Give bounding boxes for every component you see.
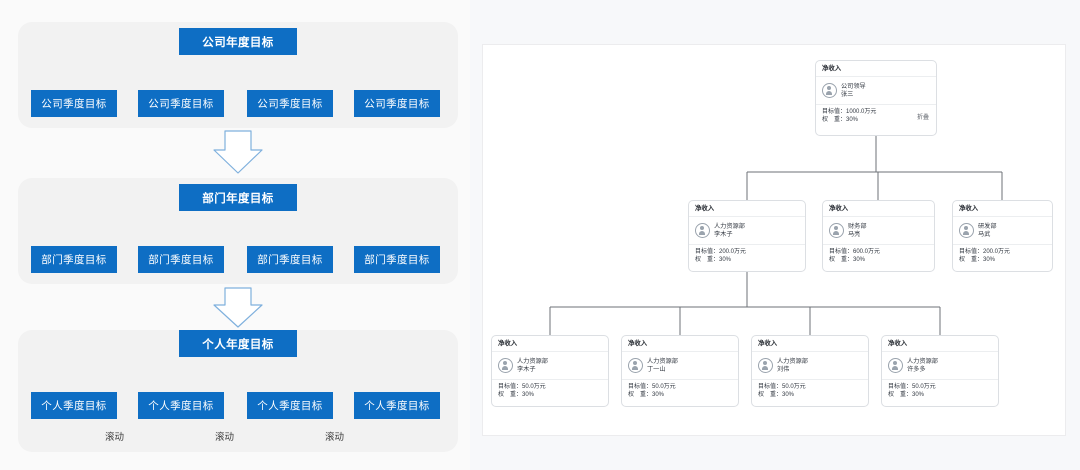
- org-node-name: 马亮: [848, 231, 861, 238]
- org-node-member-2[interactable]: 净收入 人力资源部 丁一山 目标值：50.0万元 权 重：30%: [621, 335, 739, 407]
- org-node-section-title: 净收入: [752, 336, 868, 352]
- org-node-metrics: 目标值：50.0万元 权 重：30%: [492, 380, 608, 399]
- org-node-target: 目标值：50.0万元: [498, 384, 546, 390]
- avatar-icon: [959, 223, 974, 238]
- org-node-person: 公司领导 张三: [816, 77, 936, 105]
- org-node-rnd-dept[interactable]: 净收入 研发部 马武 目标值：200.0万元 权 重：30%: [952, 200, 1053, 272]
- org-node-member-1[interactable]: 净收入 人力资源部 李木子 目标值：50.0万元 权 重：30%: [491, 335, 609, 407]
- org-node-person: 人力资源部 许多多: [882, 352, 998, 380]
- org-node-section-title: 净收入: [816, 61, 936, 77]
- scroll-label-1: 滚动: [102, 429, 128, 443]
- node-company-annual-goal[interactable]: 公司年度目标: [179, 28, 297, 55]
- avatar-icon: [829, 223, 844, 238]
- org-connectors: [549, 136, 1003, 335]
- avatar-icon: [758, 358, 773, 373]
- collapse-button[interactable]: 折叠: [916, 115, 929, 121]
- node-department-quarterly-goal-4[interactable]: 部门季度目标: [354, 246, 440, 273]
- org-node-person: 人力资源部 李木子: [492, 352, 608, 380]
- org-node-weight: 权 重：30%: [959, 257, 996, 263]
- org-node-section-title: 净收入: [689, 201, 805, 217]
- org-node-weight: 权 重：30%: [829, 257, 866, 263]
- org-node-metrics: 目标值：50.0万元 权 重：30%: [752, 380, 868, 399]
- org-node-person: 人力资源部 丁一山: [622, 352, 738, 380]
- org-node-member-3[interactable]: 净收入 人力资源部 刘伟 目标值：50.0万元 权 重：30%: [751, 335, 869, 407]
- org-node-dept: 人力资源部: [714, 223, 745, 230]
- scroll-label-2: 滚动: [212, 429, 238, 443]
- org-node-dept: 人力资源部: [647, 358, 678, 365]
- org-node-metrics: 目标值：200.0万元 权 重：30%: [689, 245, 805, 264]
- org-node-section-title: 净收入: [492, 336, 608, 352]
- org-node-weight: 权 重：30%: [758, 392, 795, 398]
- node-individual-annual-goal[interactable]: 个人年度目标: [179, 330, 297, 357]
- node-individual-quarterly-goal-3[interactable]: 个人季度目标: [247, 392, 333, 419]
- node-individual-quarterly-goal-2[interactable]: 个人季度目标: [138, 392, 224, 419]
- node-department-quarterly-goal-3[interactable]: 部门季度目标: [247, 246, 333, 273]
- org-node-name: 丁一山: [647, 366, 666, 373]
- node-department-quarterly-goal-1[interactable]: 部门季度目标: [31, 246, 117, 273]
- node-company-quarterly-goal-1[interactable]: 公司季度目标: [31, 90, 117, 117]
- org-node-dept: 人力资源部: [907, 358, 938, 365]
- org-node-member-4[interactable]: 净收入 人力资源部 许多多 目标值：50.0万元 权 重：30%: [881, 335, 999, 407]
- org-node-section-title: 净收入: [953, 201, 1052, 217]
- org-node-metrics: 目标值：200.0万元 权 重：30%: [953, 245, 1052, 264]
- org-node-target: 目标值：600.0万元: [829, 249, 881, 255]
- org-node-target: 目标值：1000.0万元: [822, 109, 877, 115]
- org-node-name: 李木子: [714, 231, 733, 238]
- avatar-icon: [628, 358, 643, 373]
- org-node-person: 财务部 马亮: [823, 217, 934, 245]
- org-node-hr-dept[interactable]: 净收入 人力资源部 李木子 目标值：200.0万元 权 重：30%: [688, 200, 806, 272]
- org-node-dept: 财务部: [848, 223, 867, 230]
- org-node-name: 马武: [978, 231, 991, 238]
- org-node-root[interactable]: 净收入 公司领导 张三 目标值：1000.0万元 权 重：30% 折叠: [815, 60, 937, 136]
- avatar-icon: [695, 223, 710, 238]
- node-individual-quarterly-goal-4[interactable]: 个人季度目标: [354, 392, 440, 419]
- org-node-dept: 研发部: [978, 223, 997, 230]
- org-node-target: 目标值：50.0万元: [628, 384, 676, 390]
- org-node-target: 目标值：50.0万元: [888, 384, 936, 390]
- node-department-quarterly-goal-2[interactable]: 部门季度目标: [138, 246, 224, 273]
- org-node-finance-dept[interactable]: 净收入 财务部 马亮 目标值：600.0万元 权 重：30%: [822, 200, 935, 272]
- org-node-person: 人力资源部 李木子: [689, 217, 805, 245]
- org-node-name: 李木子: [517, 366, 536, 373]
- org-node-name: 许多多: [907, 366, 926, 373]
- org-node-dept: 人力资源部: [517, 358, 548, 365]
- org-node-dept: 公司领导: [841, 83, 866, 90]
- node-company-quarterly-goal-2[interactable]: 公司季度目标: [138, 90, 224, 117]
- org-node-metrics: 目标值：600.0万元 权 重：30%: [823, 245, 934, 264]
- transition-arrow-2: [213, 287, 263, 328]
- org-node-target: 目标值：50.0万元: [758, 384, 806, 390]
- node-company-quarterly-goal-3[interactable]: 公司季度目标: [247, 90, 333, 117]
- org-node-weight: 权 重：30%: [498, 392, 535, 398]
- scroll-label-3: 滚动: [322, 429, 348, 443]
- org-node-target: 目标值：200.0万元: [959, 249, 1011, 255]
- org-node-person: 研发部 马武: [953, 217, 1052, 245]
- node-department-annual-goal[interactable]: 部门年度目标: [179, 184, 297, 211]
- org-node-name: 张三: [841, 91, 854, 98]
- avatar-icon: [822, 83, 837, 98]
- avatar-icon: [888, 358, 903, 373]
- org-node-dept: 人力资源部: [777, 358, 808, 365]
- node-company-quarterly-goal-4[interactable]: 公司季度目标: [354, 90, 440, 117]
- org-chart-panel: 净收入 公司领导 张三 目标值：1000.0万元 权 重：30% 折叠 净收入 …: [482, 44, 1066, 436]
- org-node-target: 目标值：200.0万元: [695, 249, 747, 255]
- org-node-metrics: 目标值：50.0万元 权 重：30%: [622, 380, 738, 399]
- org-node-section-title: 净收入: [622, 336, 738, 352]
- org-node-weight: 权 重：30%: [628, 392, 665, 398]
- node-individual-quarterly-goal-1[interactable]: 个人季度目标: [31, 392, 117, 419]
- org-node-weight: 权 重：30%: [822, 117, 859, 123]
- org-node-metrics: 目标值：1000.0万元 权 重：30% 折叠: [816, 105, 936, 124]
- org-node-person: 人力资源部 刘伟: [752, 352, 868, 380]
- org-node-weight: 权 重：30%: [695, 257, 732, 263]
- org-node-section-title: 净收入: [823, 201, 934, 217]
- org-node-section-title: 净收入: [882, 336, 998, 352]
- org-node-weight: 权 重：30%: [888, 392, 925, 398]
- avatar-icon: [498, 358, 513, 373]
- org-node-name: 刘伟: [777, 366, 790, 373]
- org-node-metrics: 目标值：50.0万元 权 重：30%: [882, 380, 998, 399]
- transition-arrow-1: [213, 130, 263, 174]
- goal-cascade-diagram: 公司年度目标 公司季度目标 公司季度目标 公司季度目标 公司季度目标 部门年度目…: [0, 0, 470, 470]
